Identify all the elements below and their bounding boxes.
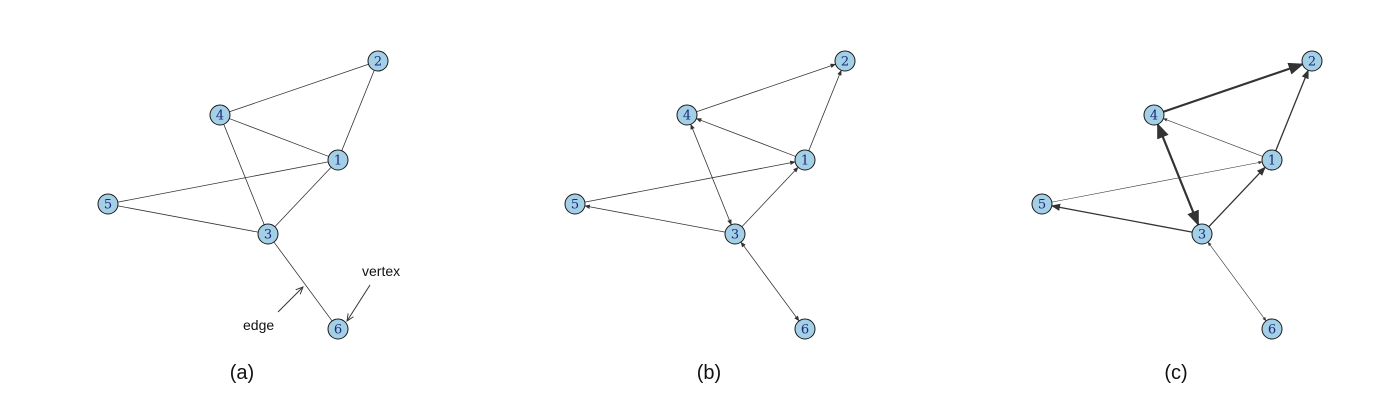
edge-3-6 (273, 241, 333, 322)
vertex-circle (1261, 318, 1283, 340)
vertex-circle (1191, 223, 1213, 245)
vertex-circle (97, 193, 119, 215)
vertex-5: 5 (564, 193, 586, 215)
edge-5-3 (117, 205, 259, 233)
panel-b-caption: (b) (697, 362, 721, 384)
edge-4-3 (690, 123, 732, 226)
edge-4-3 (223, 124, 265, 225)
vertex-label: 2 (374, 55, 382, 70)
vertex-2: 2 (367, 50, 389, 72)
vertex-4: 4 (676, 104, 698, 126)
edge-1-2 (808, 69, 842, 151)
edge-annotation-arrow (277, 287, 303, 313)
vertex-3: 3 (724, 223, 746, 245)
vertex-5: 5 (1031, 193, 1053, 215)
edge-5-1 (1051, 160, 1263, 203)
vertex-circle (676, 104, 698, 126)
vertex-circle (209, 104, 231, 126)
vertex-circle (794, 149, 816, 171)
panel-a-edges (117, 63, 375, 322)
panel-b-nodes: 1 2 3 4 5 6 (564, 50, 856, 340)
vertex-circle (1301, 50, 1323, 72)
vertex-label: 6 (1268, 323, 1276, 338)
edge-1-4 (1162, 118, 1263, 157)
panel-c-nodes: 1 2 3 4 5 6 (1031, 50, 1323, 340)
vertex-circle (724, 223, 746, 245)
vertex-6: 6 (1261, 318, 1283, 340)
vertex-4: 4 (1143, 104, 1165, 126)
panel-b-edges (584, 63, 842, 322)
edge-annotation-label: edge (243, 317, 274, 333)
vertex-label: 5 (1038, 198, 1046, 213)
edge-4-2 (696, 63, 837, 113)
vertex-label: 3 (731, 228, 739, 243)
vertex-label: 1 (1268, 154, 1276, 169)
edge-3-1 (1208, 166, 1266, 228)
vertex-2: 2 (834, 50, 856, 72)
panel-a-nodes: 1 2 3 4 5 6 (97, 50, 389, 340)
vertex-label: 2 (1308, 55, 1316, 70)
panel-a-caption: (a) (230, 362, 254, 384)
vertex-label: 1 (801, 154, 809, 169)
vertex-3: 3 (257, 223, 279, 245)
vertex-5: 5 (97, 193, 119, 215)
panel-b-directed-graph: 1 2 3 4 5 6 (b) (564, 50, 856, 384)
vertex-label: 5 (571, 198, 579, 213)
vertex-1: 1 (1261, 149, 1283, 171)
vertex-label: 3 (264, 228, 272, 243)
vertex-label: 4 (1150, 109, 1158, 124)
vertex-circle (327, 149, 349, 171)
edge-4-3 (1156, 122, 1200, 227)
panel-c-weighted-directed-graph: 1 2 3 4 5 6 (c) (1031, 50, 1323, 384)
panel-a-undirected-graph: 1 2 3 4 5 6 edge vertex (a) (97, 50, 400, 384)
vertex-1: 1 (327, 149, 349, 171)
edge-3-5 (584, 204, 726, 233)
vertex-6: 6 (327, 318, 349, 340)
edge-5-1 (584, 160, 796, 203)
vertex-2: 2 (1301, 50, 1323, 72)
vertex-3: 3 (1191, 223, 1213, 245)
edge-3-6 (1207, 241, 1267, 322)
vertex-label: 5 (104, 198, 112, 213)
edge-4-1 (229, 118, 329, 157)
edge-4-2 (1163, 62, 1304, 113)
vertex-circle (564, 193, 586, 215)
vertex-circle (1031, 193, 1053, 215)
vertex-label: 4 (683, 109, 691, 124)
vertex-label: 6 (334, 323, 342, 338)
vertex-circle (367, 50, 389, 72)
vertex-4: 4 (209, 104, 231, 126)
vertex-circle (794, 318, 816, 340)
edge-2-1 (341, 70, 375, 151)
vertex-circle (1261, 149, 1283, 171)
edge-3-5 (1050, 203, 1193, 233)
vertex-6: 6 (794, 318, 816, 340)
edge-1-4 (695, 118, 796, 157)
vertex-label: 1 (334, 154, 342, 169)
edge-3-6 (740, 241, 800, 322)
vertex-circle (1143, 104, 1165, 126)
vertex-circle (327, 318, 349, 340)
vertex-label: 2 (841, 55, 849, 70)
vertex-label: 3 (1198, 228, 1206, 243)
vertex-label: 4 (216, 109, 224, 124)
vertex-1: 1 (794, 149, 816, 171)
edge-5-1 (117, 161, 329, 203)
edge-1-2 (1275, 69, 1309, 151)
vertex-circle (257, 223, 279, 245)
panel-c-edges (1050, 62, 1309, 322)
edge-4-2 (229, 63, 369, 113)
edge-3-1 (741, 166, 799, 228)
vertex-circle (834, 50, 856, 72)
vertex-annotation-arrow (347, 284, 371, 321)
vertex-label: 6 (801, 323, 809, 338)
edge-1-3 (274, 166, 332, 228)
panel-c-caption: (c) (1164, 362, 1187, 384)
vertex-annotation-label: vertex (362, 263, 400, 279)
